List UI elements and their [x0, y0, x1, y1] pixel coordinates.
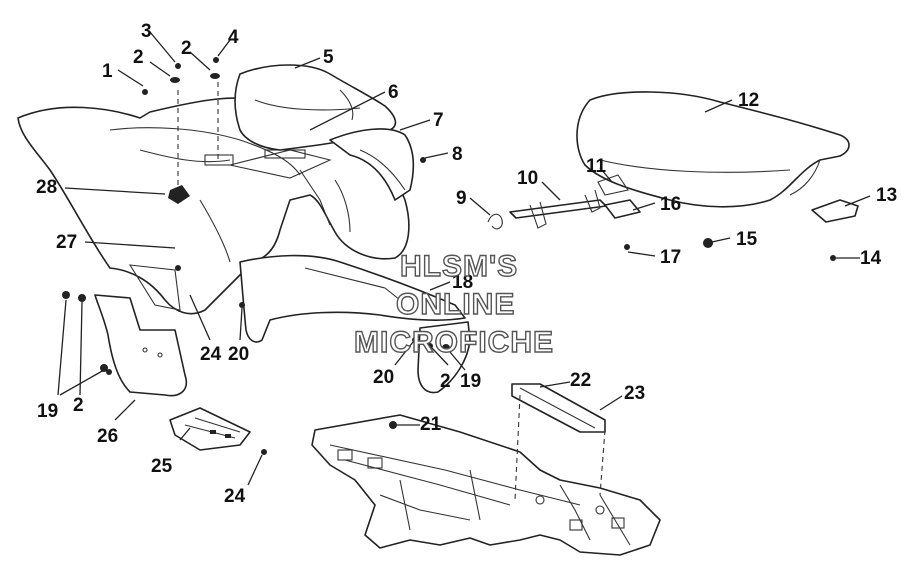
watermark-line-2: ONLINE [396, 288, 515, 321]
callout-9: 9 [456, 188, 467, 209]
fender-extension [239, 254, 466, 343]
callout-17: 17 [660, 247, 681, 268]
assembly-lines [177, 82, 606, 501]
callout-5: 5 [323, 47, 334, 68]
callout-12: 12 [738, 90, 759, 111]
watermark: HLSM'S ONLINE MICROFICHE [353, 249, 554, 359]
callout-25: 25 [151, 456, 173, 477]
callout-3: 3 [141, 21, 152, 42]
callout-2: 2 [440, 371, 451, 392]
hardware [62, 57, 836, 455]
callout-26: 26 [97, 426, 118, 447]
callout-2: 2 [73, 395, 84, 416]
callout-14: 14 [860, 248, 882, 269]
callout-8: 8 [452, 144, 463, 165]
mud-flap [94, 294, 187, 397]
callout-1: 1 [102, 61, 113, 82]
callout-15: 15 [736, 229, 758, 250]
callout-19: 19 [37, 401, 58, 422]
callout-21: 21 [420, 414, 442, 435]
callout-23: 23 [624, 383, 645, 404]
callout-10: 10 [517, 168, 538, 189]
callout-19: 19 [460, 371, 481, 392]
callout-labels: 1 2 3 2 4 5 6 7 8 9 10 11 12 13 14 15 16… [36, 21, 897, 507]
callout-27: 27 [56, 232, 77, 253]
side-flap [417, 321, 471, 394]
callout-18: 18 [452, 272, 473, 293]
support-bracket [511, 383, 606, 433]
fender-bracket [128, 264, 181, 311]
fender-side-panel [329, 128, 415, 201]
latch-bracket [597, 174, 629, 196]
callout-20: 20 [373, 367, 394, 388]
watermark-line-3: MICROFICHE [354, 326, 554, 359]
rear-fender [17, 97, 410, 315]
callout-28: 28 [36, 177, 57, 198]
callout-2: 2 [181, 38, 192, 59]
callout-24: 24 [200, 344, 222, 365]
latch-plate [604, 199, 641, 219]
callout-13: 13 [876, 185, 897, 206]
callout-2: 2 [133, 47, 144, 68]
callout-6: 6 [388, 82, 399, 103]
foot-rest [169, 407, 251, 451]
spring [487, 213, 503, 230]
callout-20: 20 [228, 344, 249, 365]
watermark-line-1: HLSM'S [400, 250, 518, 283]
leader-lines [57, 31, 871, 486]
frame [311, 414, 661, 556]
seat [576, 91, 850, 208]
callout-22: 22 [570, 370, 591, 391]
callout-16: 16 [660, 194, 681, 215]
callout-24: 24 [224, 486, 246, 507]
callout-11: 11 [586, 156, 607, 177]
callout-4: 4 [228, 27, 239, 48]
callout-7: 7 [433, 110, 444, 131]
seat-latch-rod [509, 189, 607, 229]
